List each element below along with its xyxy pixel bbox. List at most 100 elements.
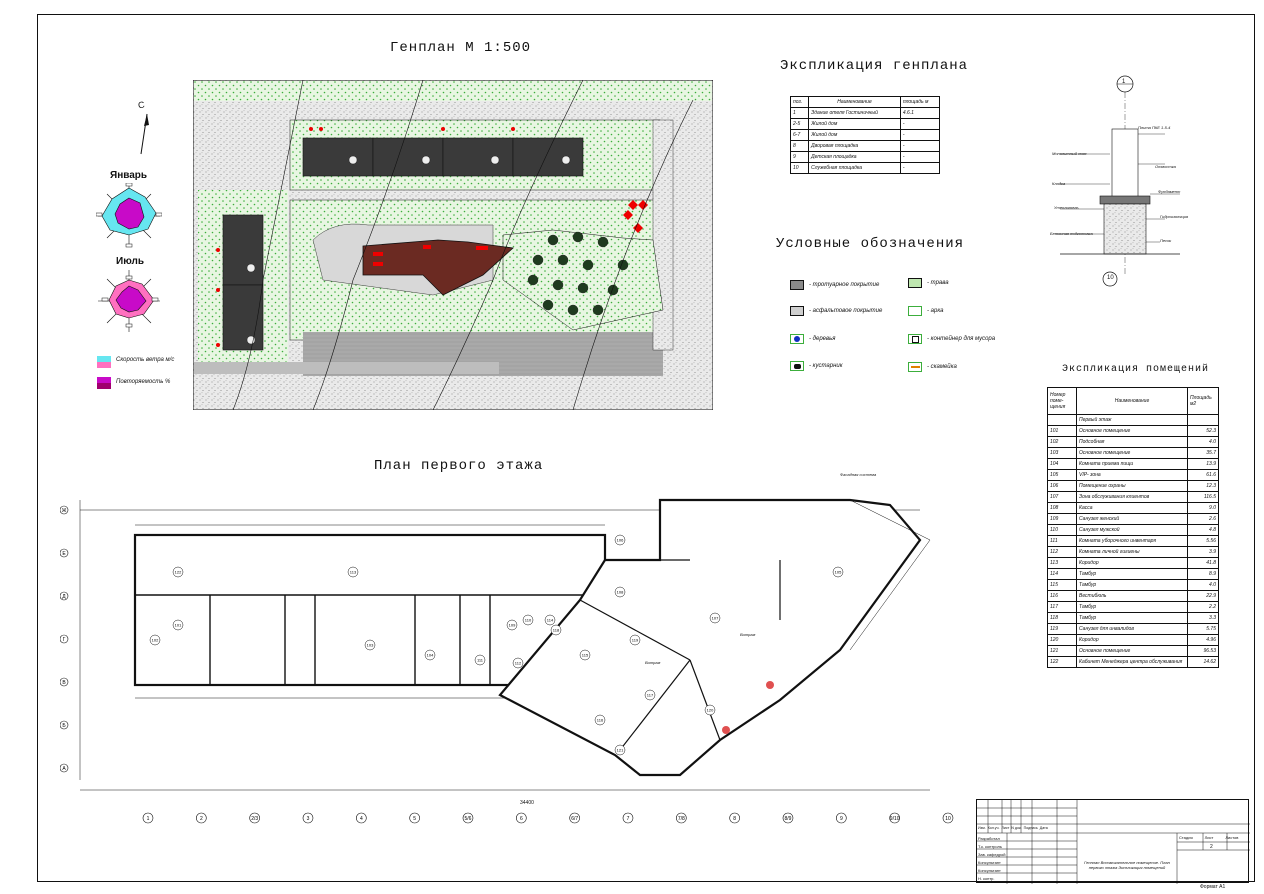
rooms-cell-number: 107 bbox=[1047, 491, 1077, 503]
room-number: 107 bbox=[712, 616, 719, 621]
rooms-cell-name: Комната уборочного инвентаря bbox=[1076, 535, 1188, 547]
shrub-icon bbox=[790, 361, 804, 371]
gp-row-name: Жилой дом bbox=[808, 118, 901, 130]
axis-col-marker bbox=[409, 812, 420, 824]
legend-bench: - скамейка bbox=[908, 362, 957, 372]
rooms-cell-number: 115 bbox=[1047, 579, 1077, 591]
floor-plan-title: План первого этажа bbox=[374, 458, 544, 474]
room-marker bbox=[512, 657, 524, 669]
plan-note-facade: Фасадная система bbox=[840, 472, 877, 477]
rooms-cell-name: Санузел женский bbox=[1076, 513, 1188, 525]
rooms-cell-area: 9.0 bbox=[1187, 502, 1219, 514]
gp-head-pos: поз. bbox=[789, 96, 810, 108]
rooms-cell-number: 103 bbox=[1047, 447, 1077, 459]
rooms-cell-area: 4.0 bbox=[1187, 436, 1219, 448]
room-marker bbox=[364, 639, 376, 651]
axis-col-marker bbox=[142, 812, 154, 824]
rooms-cell-name: Санузел для инвалидов bbox=[1076, 623, 1188, 635]
axis-row-label: В bbox=[62, 680, 66, 686]
axis-col-marker bbox=[889, 812, 900, 824]
rooms-cell-number: 119 bbox=[1047, 623, 1077, 635]
stamp-col: Изм. bbox=[978, 826, 986, 830]
room-marker bbox=[550, 624, 562, 636]
stamp-col: Лист bbox=[1001, 826, 1010, 830]
rooms-cell-number: 114 bbox=[1047, 568, 1077, 580]
stamp-description: Генплан Вспомогательное помещение. План … bbox=[1084, 860, 1170, 870]
genplan-explication-title: Экспликация генплана bbox=[780, 58, 969, 74]
rooms-cell-name: Комната личной гигиены bbox=[1076, 546, 1188, 558]
rooms-cell-name: Помещение охраны bbox=[1076, 480, 1188, 492]
legend-paving: - тротуарное покрытие bbox=[790, 280, 879, 290]
room-number: 102 bbox=[152, 638, 159, 643]
room-number: 122 bbox=[175, 570, 182, 575]
wind-speed-swatch bbox=[97, 356, 111, 362]
rooms-cell-number: 110 bbox=[1047, 524, 1077, 536]
rooms-cell-area: 5.56 bbox=[1187, 535, 1219, 547]
room-marker bbox=[614, 586, 626, 598]
section-axis-bottom: 10 bbox=[1107, 275, 1114, 281]
windrose-january-label: Январь bbox=[110, 170, 148, 181]
room-marker bbox=[172, 619, 184, 631]
room-marker bbox=[579, 649, 591, 661]
rooms-cell-name: Кабинет Менеджера центра обслуживания bbox=[1076, 656, 1188, 668]
gp-row-name: Здание отеля Гостиничный bbox=[808, 107, 901, 119]
rooms-cell-name: Санузел мужской bbox=[1076, 524, 1188, 536]
section-note: Гидроизоляция bbox=[1160, 214, 1189, 219]
section-note: Монолитный пояс bbox=[1052, 151, 1087, 156]
room-number: 112 bbox=[515, 661, 522, 666]
plan-note-vitrazh: Витраж bbox=[645, 660, 661, 665]
axis-col-marker bbox=[569, 812, 580, 824]
rooms-cell-name: Комната приема пищи bbox=[1076, 458, 1188, 470]
legend-grass: - трава bbox=[908, 278, 949, 288]
legend-title: Условные обозначения bbox=[776, 236, 965, 252]
axis-col-label: 6 bbox=[520, 816, 523, 822]
axis-col-marker bbox=[356, 812, 367, 824]
room-number: 111 bbox=[477, 658, 484, 663]
axis-row-marker bbox=[60, 677, 69, 687]
room-number: 106 bbox=[617, 538, 624, 543]
room-number: 109 bbox=[509, 623, 516, 628]
stamp-col: N док. bbox=[1011, 826, 1022, 830]
axis-col-label: 8/9 bbox=[785, 816, 792, 822]
rooms-cell-area: 2.6 bbox=[1187, 513, 1219, 525]
gp-row-area: - bbox=[899, 129, 941, 141]
axis-col-marker bbox=[516, 812, 527, 824]
stamp-role: Разработал bbox=[978, 836, 1000, 841]
genplan-title: Генплан М 1:500 bbox=[390, 40, 532, 56]
rooms-cell-number: 117 bbox=[1047, 601, 1077, 613]
axis-col-marker bbox=[302, 812, 314, 824]
axis-col-marker bbox=[729, 812, 740, 824]
sheet-format: Формат А1 bbox=[1200, 884, 1226, 890]
section-note: Песок bbox=[1160, 238, 1172, 243]
rooms-cell-area: 52.3 bbox=[1187, 425, 1219, 437]
wall-section-detail bbox=[1055, 75, 1180, 287]
axis-col-label: 4 bbox=[360, 816, 363, 822]
section-note: Плита ПКЕ 1-5-4 bbox=[1138, 125, 1171, 130]
room-marker bbox=[544, 614, 556, 626]
rooms-cell-number: 113 bbox=[1047, 557, 1077, 569]
rooms-section-title: Первый этаж bbox=[1076, 414, 1188, 426]
axis-col-marker bbox=[196, 812, 207, 824]
plan-note-vitrazh-2: Витраж bbox=[740, 632, 756, 637]
rooms-cell-area: 22.9 bbox=[1187, 590, 1219, 602]
room-number: 113 bbox=[350, 570, 357, 575]
rooms-cell-area: 2.2 bbox=[1187, 601, 1219, 613]
rooms-cell-name: Тамбур bbox=[1076, 612, 1188, 624]
windrose-january-chart bbox=[96, 183, 162, 248]
stamp-stage-labels: Стадия Лист Листов bbox=[1179, 835, 1238, 840]
gp-row-name: Жилой дом bbox=[808, 129, 901, 141]
rooms-cell-name: Тамбур bbox=[1076, 568, 1188, 580]
axis-row-marker bbox=[60, 634, 69, 644]
rooms-cell-number: 118 bbox=[1047, 612, 1077, 624]
stamp-columns: Изм. Кол.уч. Лист N док. Подпись Дата bbox=[978, 826, 1048, 830]
gp-head-name: Наименование bbox=[808, 96, 901, 108]
rooms-cell-number: 116 bbox=[1047, 590, 1077, 602]
axis-col-marker bbox=[462, 812, 474, 824]
drawing-frame bbox=[37, 14, 1255, 882]
